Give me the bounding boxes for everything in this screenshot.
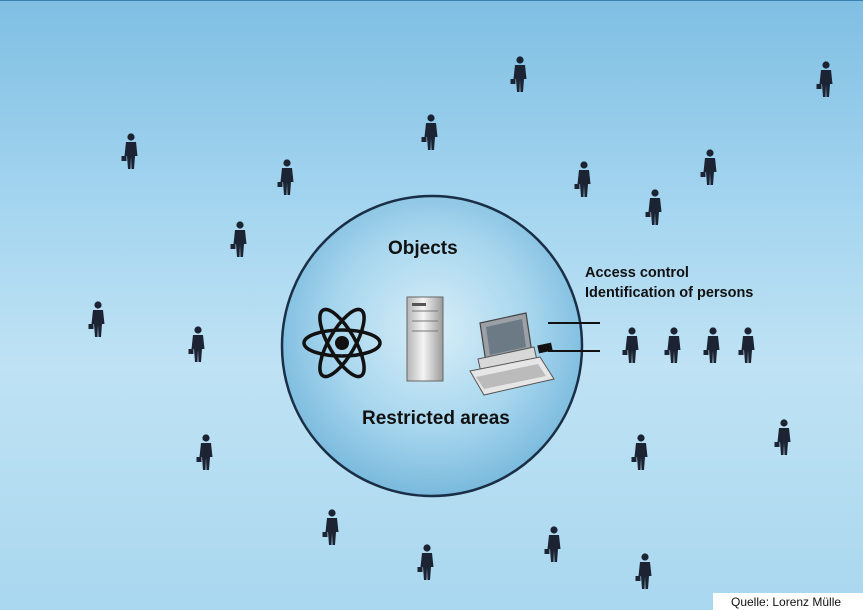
person-icon [230,221,247,257]
person-icon [700,149,717,185]
person-icon [277,159,294,195]
identification-line: Identification of persons [585,285,754,301]
person-icon [510,56,527,92]
person-icon [88,301,105,337]
person-icon [635,553,652,589]
person-icon [645,189,662,225]
person-icon [188,326,205,362]
person-icon [421,114,438,150]
access-control-line: Access control [585,265,689,281]
person-icon [622,327,639,363]
person-icon [738,327,755,363]
restricted-areas-label: Restricted areas [362,408,510,429]
source-credit: Quelle: Lorenz Mülle [713,593,863,610]
computer-icon [469,312,555,396]
access-control-label: Access control Identification of persons [585,263,753,303]
person-icon [121,133,138,169]
person-icon [322,509,339,545]
person-icon [196,434,213,470]
person-icon [544,526,561,562]
objects-label: Objects [388,238,458,259]
person-icon [574,161,591,197]
server-tower-icon [406,296,444,382]
person-icon [774,419,791,455]
person-icon [631,434,648,470]
person-icon [816,61,833,97]
person-icon [417,544,434,580]
person-icon [664,327,681,363]
person-icon [703,327,720,363]
